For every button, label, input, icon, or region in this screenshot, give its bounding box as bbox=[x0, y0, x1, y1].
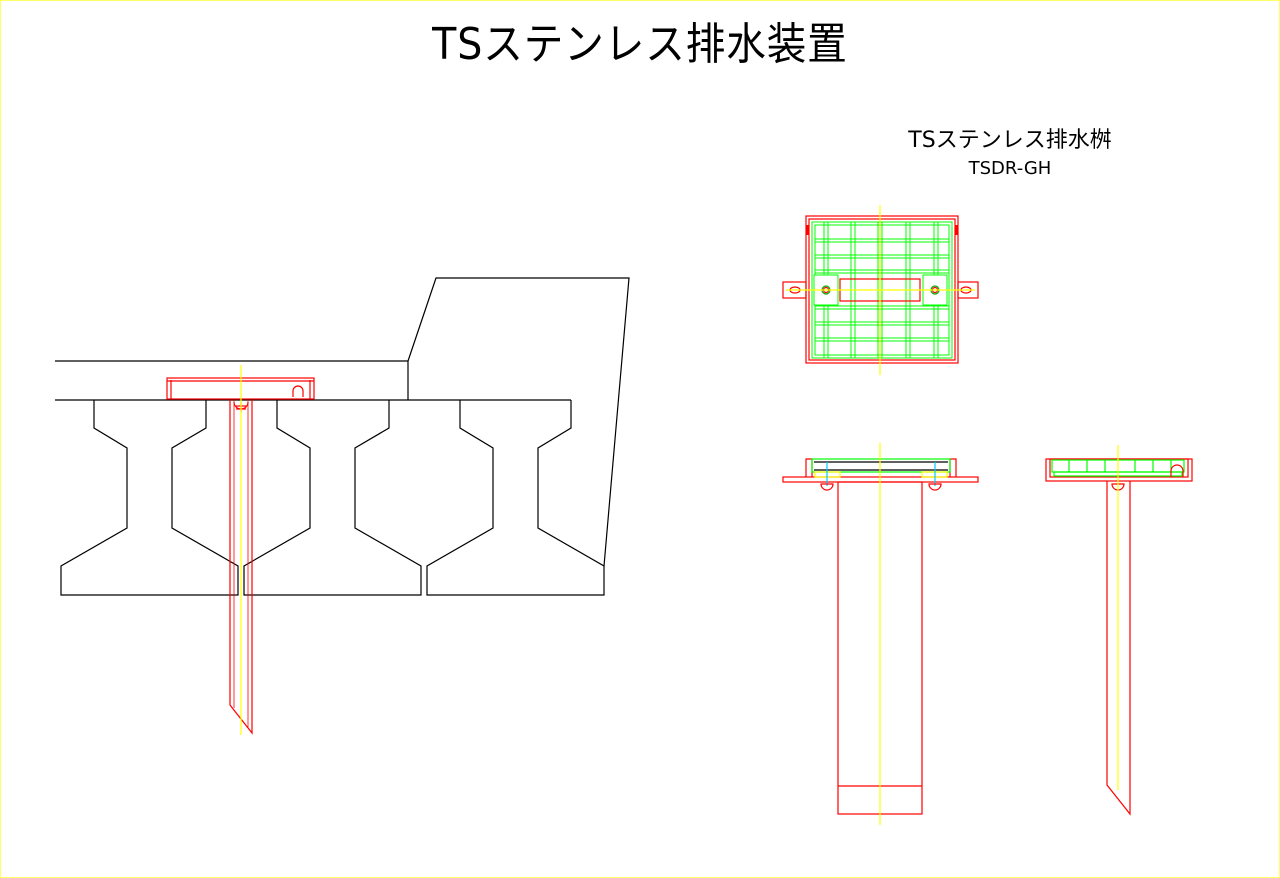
girder-2 bbox=[243, 400, 422, 596]
drain-pipe bbox=[1106, 481, 1131, 816]
top-view bbox=[782, 205, 979, 375]
parapet bbox=[407, 277, 630, 567]
product-name: TSステンレス排水桝 bbox=[908, 128, 1112, 153]
product-model: TSDR-GH bbox=[968, 158, 1052, 179]
bridge-section bbox=[55, 277, 630, 596]
girder-1 bbox=[60, 400, 239, 596]
drawing-title: TSステンレス排水装置 bbox=[432, 19, 848, 70]
side-view bbox=[1045, 445, 1193, 816]
girder-3 bbox=[426, 400, 605, 596]
front-view bbox=[782, 443, 979, 825]
